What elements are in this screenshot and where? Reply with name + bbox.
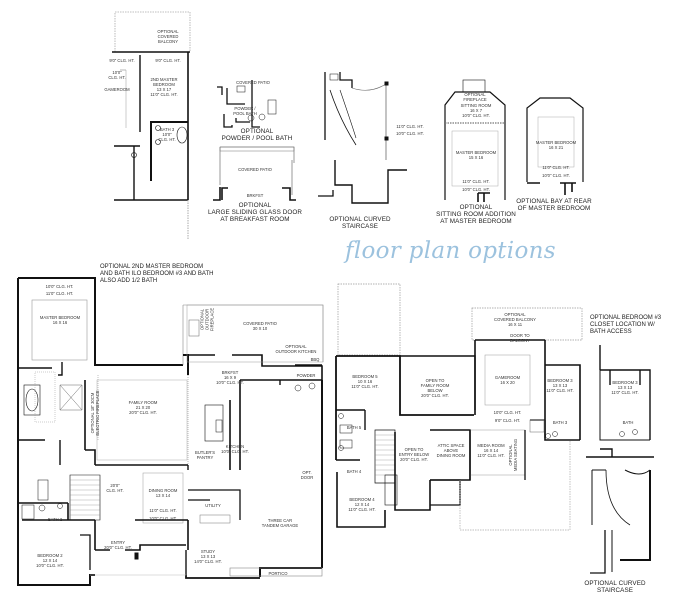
label-clg-ht: 9'0" CLG. HT. [494,418,521,423]
label-gameroom: GAMEROOM [104,87,130,92]
label-outdoor-fireplace: OPTIONAL OUTDOOR FIREPLACE [199,307,215,332]
label-media-seating: OPTIONAL MEDIA SEATING [508,438,518,472]
option-bay-plan [526,97,584,195]
label-bath5: BATH 5 [346,425,362,430]
option-2nd-master-plan [112,11,191,240]
label-bath3: BATH 3 10'0" CLG. HT. [158,127,176,142]
page-title: floor plan options [345,238,556,264]
label-attic-space: ATTIC SPACE ABOVE DINING ROOM [436,443,466,458]
label-master-bedroom: MASTER BEDROOM 16 X 16 [39,315,81,325]
caption-powder-pool-bath: OPTIONAL POWDER / POOL BATH [221,128,293,142]
caption-sliding-glass-door: OPTIONAL LARGE SLIDING GLASS DOOR AT BRE… [207,202,303,223]
caption-sitting-room-addition: OPTIONAL SITTING ROOM ADDITION AT MASTER… [436,204,516,225]
label-foyer-clg-ht: 20'0" CLG. HT. [106,483,124,493]
label-opt-door: OPT. DOOR [300,470,314,480]
label-clg-ht: 9'0" CLG. HT. [109,58,135,63]
first-floor-plan [17,277,324,586]
label-door-to-balcony: DOOR TO BALCONY [509,333,530,343]
label-family-room: FAMILY ROOM 21 X 20 20'0" CLG. HT. [128,400,158,415]
label-bbq: BBQ [310,357,320,362]
label-clg-ht: 10'0" CLG. HT. [493,410,522,415]
label-outdoor-kitchen: OPTIONAL OUTDOOR KITCHEN [275,344,317,354]
label-clg-ht: 9'0" CLG. HT. [155,58,181,63]
option-curved-staircase-2-plan [586,448,654,574]
label-butlers-pantry: BUTLER'S PANTRY [194,450,216,460]
label-bath: BATH [622,420,634,425]
label-bath4: BATH 4 [346,469,362,474]
option-sitting-room-plan [444,79,506,202]
label-bedroom3: BEDROOM 3 13 X 13 11'0" CLG. HT. [611,380,639,395]
label-powder: POWDER [296,373,316,378]
label-clg-ht: 10'0" CLG. HT. [108,70,126,80]
label-optional-fireplace: OPTIONAL FIREPLACE [463,92,487,102]
label-clg-ht: 11'0" CLG. HT. [45,291,74,296]
label-2nd-master-bedroom: 2ND MASTER BEDROOM 13 x 17 11'0" CLG. HT… [150,77,178,97]
caption-bay-master-bedroom: OPTIONAL BAY AT REAR OF MASTER BEDROOM [516,198,592,212]
option-curved-staircase-plan [318,72,407,204]
label-utility: UTILITY [205,503,221,508]
label-media-room: MEDIA ROOM 16 X 14 11'0" CLG. HT. [477,443,505,458]
label-bedroom2: BEDROOM 2 12 X 14 10'0" CLG. HT. [36,553,64,568]
label-portico: PORTICO [268,571,288,576]
caption-curved-staircase-2: OPTIONAL CURVED STAIRCASE [584,580,646,594]
label-clg-ht: 10'0" CLG. HT. [45,284,74,289]
label-three-car-garage: THREE CAR TANDEM GARAGE [261,518,299,528]
label-sitting-room: SITTING ROOM 16 X 7 10'0" CLG. HT. [460,103,492,118]
label-bedroom5: BEDROOM 5 10 X 16 11'0" CLG. HT. [351,374,379,389]
label-covered-patio: COVERED PATIO [236,80,270,85]
label-clg-ht: 10'0" CLG. HT. [542,173,570,178]
label-open-to-entry: OPEN TO ENTRY BELOW 20'0" CLG. HT. [398,447,430,462]
second-floor-plan [335,283,583,531]
label-brkfst: BRKFST 16 X 9 10'0" CLG. HT. [216,370,244,385]
label-bedroom4: BEDROOM 4 12 X 14 11'0" CLG. HT. [348,497,376,512]
label-electric-fireplace: OPTIONAL 18" 30CM ELECTRIC FIREPLACE [90,390,100,436]
label-covered-balcony: OPTIONAL COVERED BALCONY 16 X 11 [494,312,536,327]
label-master-bedroom: MASTER BEDROOM 15 X 16 [455,150,497,160]
label-kitchen: KITCHEN 10'0" CLG. HT. [221,444,249,454]
label-clg-ht: 10'0" CLG. HT. [149,516,177,521]
label-covered-balcony: OPTIONAL COVERED BALCONY [157,29,179,44]
label-covered-patio: COVERED PATIO 30 X 10 [243,321,277,331]
caption-2nd-master-bedroom: OPTIONAL 2ND MASTER BEDROOM AND BATH ILO… [100,264,214,284]
label-master-bedroom: MASTER BEDROOM 16 X 21 [535,140,577,150]
label-dining-room: DINING ROOM 13 X 14 [148,488,178,498]
option-bedroom3-closet-plan [599,345,651,441]
option-powder-plan [213,80,296,201]
label-gameroom: GAMEROOM 16 X 20 [494,375,521,385]
label-study: STUDY 13 X 13 14'0" CLG. HT. [194,549,222,564]
label-clg-ht: 11'0" CLG. HT. [396,124,424,129]
label-clg-ht: 11'0" CLG. HT. [149,508,177,513]
caption-curved-staircase: OPTIONAL CURVED STAIRCASE [329,216,391,230]
label-clg-ht: 11'0" CLG. HT. [542,165,570,170]
label-bath2: BATH 2 [47,517,63,522]
label-bedroom3: BEDROOM 3 13 X 13 11'0" CLG. HT. [546,378,574,393]
label-clg-ht: 10'0" CLG. HT. [462,187,490,192]
label-open-to-family: OPEN TO FAMILY ROOM BELOW 20'0" CLG. HT. [420,378,450,398]
label-bath3: BATH 3 [552,420,568,425]
label-clg-ht: 10'0" CLG. HT. [396,131,424,136]
label-covered-patio: COVERED PATIO [238,167,272,172]
label-brkfst: BRKFST [246,193,264,198]
caption-bedroom3-closet: OPTIONAL BEDROOM #3 CLOSET LOCATION W/ B… [590,315,662,335]
label-entry: ENTRY 20'0" CLG. HT. [104,540,132,550]
label-clg-ht: 11'0" CLG. HT. [462,179,490,184]
label-pool-bath: POWDER / POOL BATH [233,106,257,116]
